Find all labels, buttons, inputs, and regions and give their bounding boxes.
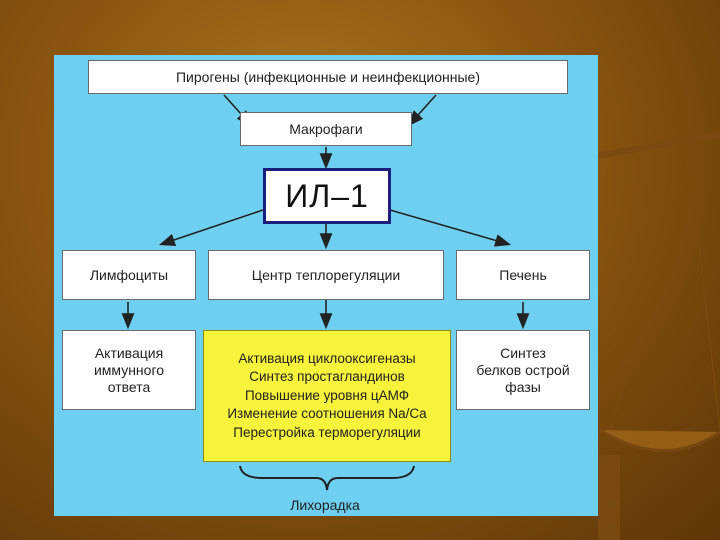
lymphocytes-box: Лимфоциты	[62, 250, 196, 300]
thermoregulation-center-box: Центр теплорегуляции	[208, 250, 444, 300]
macrophages-box: Макрофаги	[240, 112, 412, 146]
acute-phase-box: Синтез белков острой фазы	[456, 330, 590, 410]
center-effects-box: Активация циклооксигеназы Синтез простаг…	[203, 330, 451, 462]
pyrogens-box: Пирогены (инфекционные и неинфекционные)	[88, 60, 568, 94]
immune-activation-box: Активация иммунного ответа	[62, 330, 196, 410]
fever-label: Лихорадка	[270, 497, 380, 513]
il1-box: ИЛ–1	[263, 168, 391, 224]
liver-box: Печень	[456, 250, 590, 300]
